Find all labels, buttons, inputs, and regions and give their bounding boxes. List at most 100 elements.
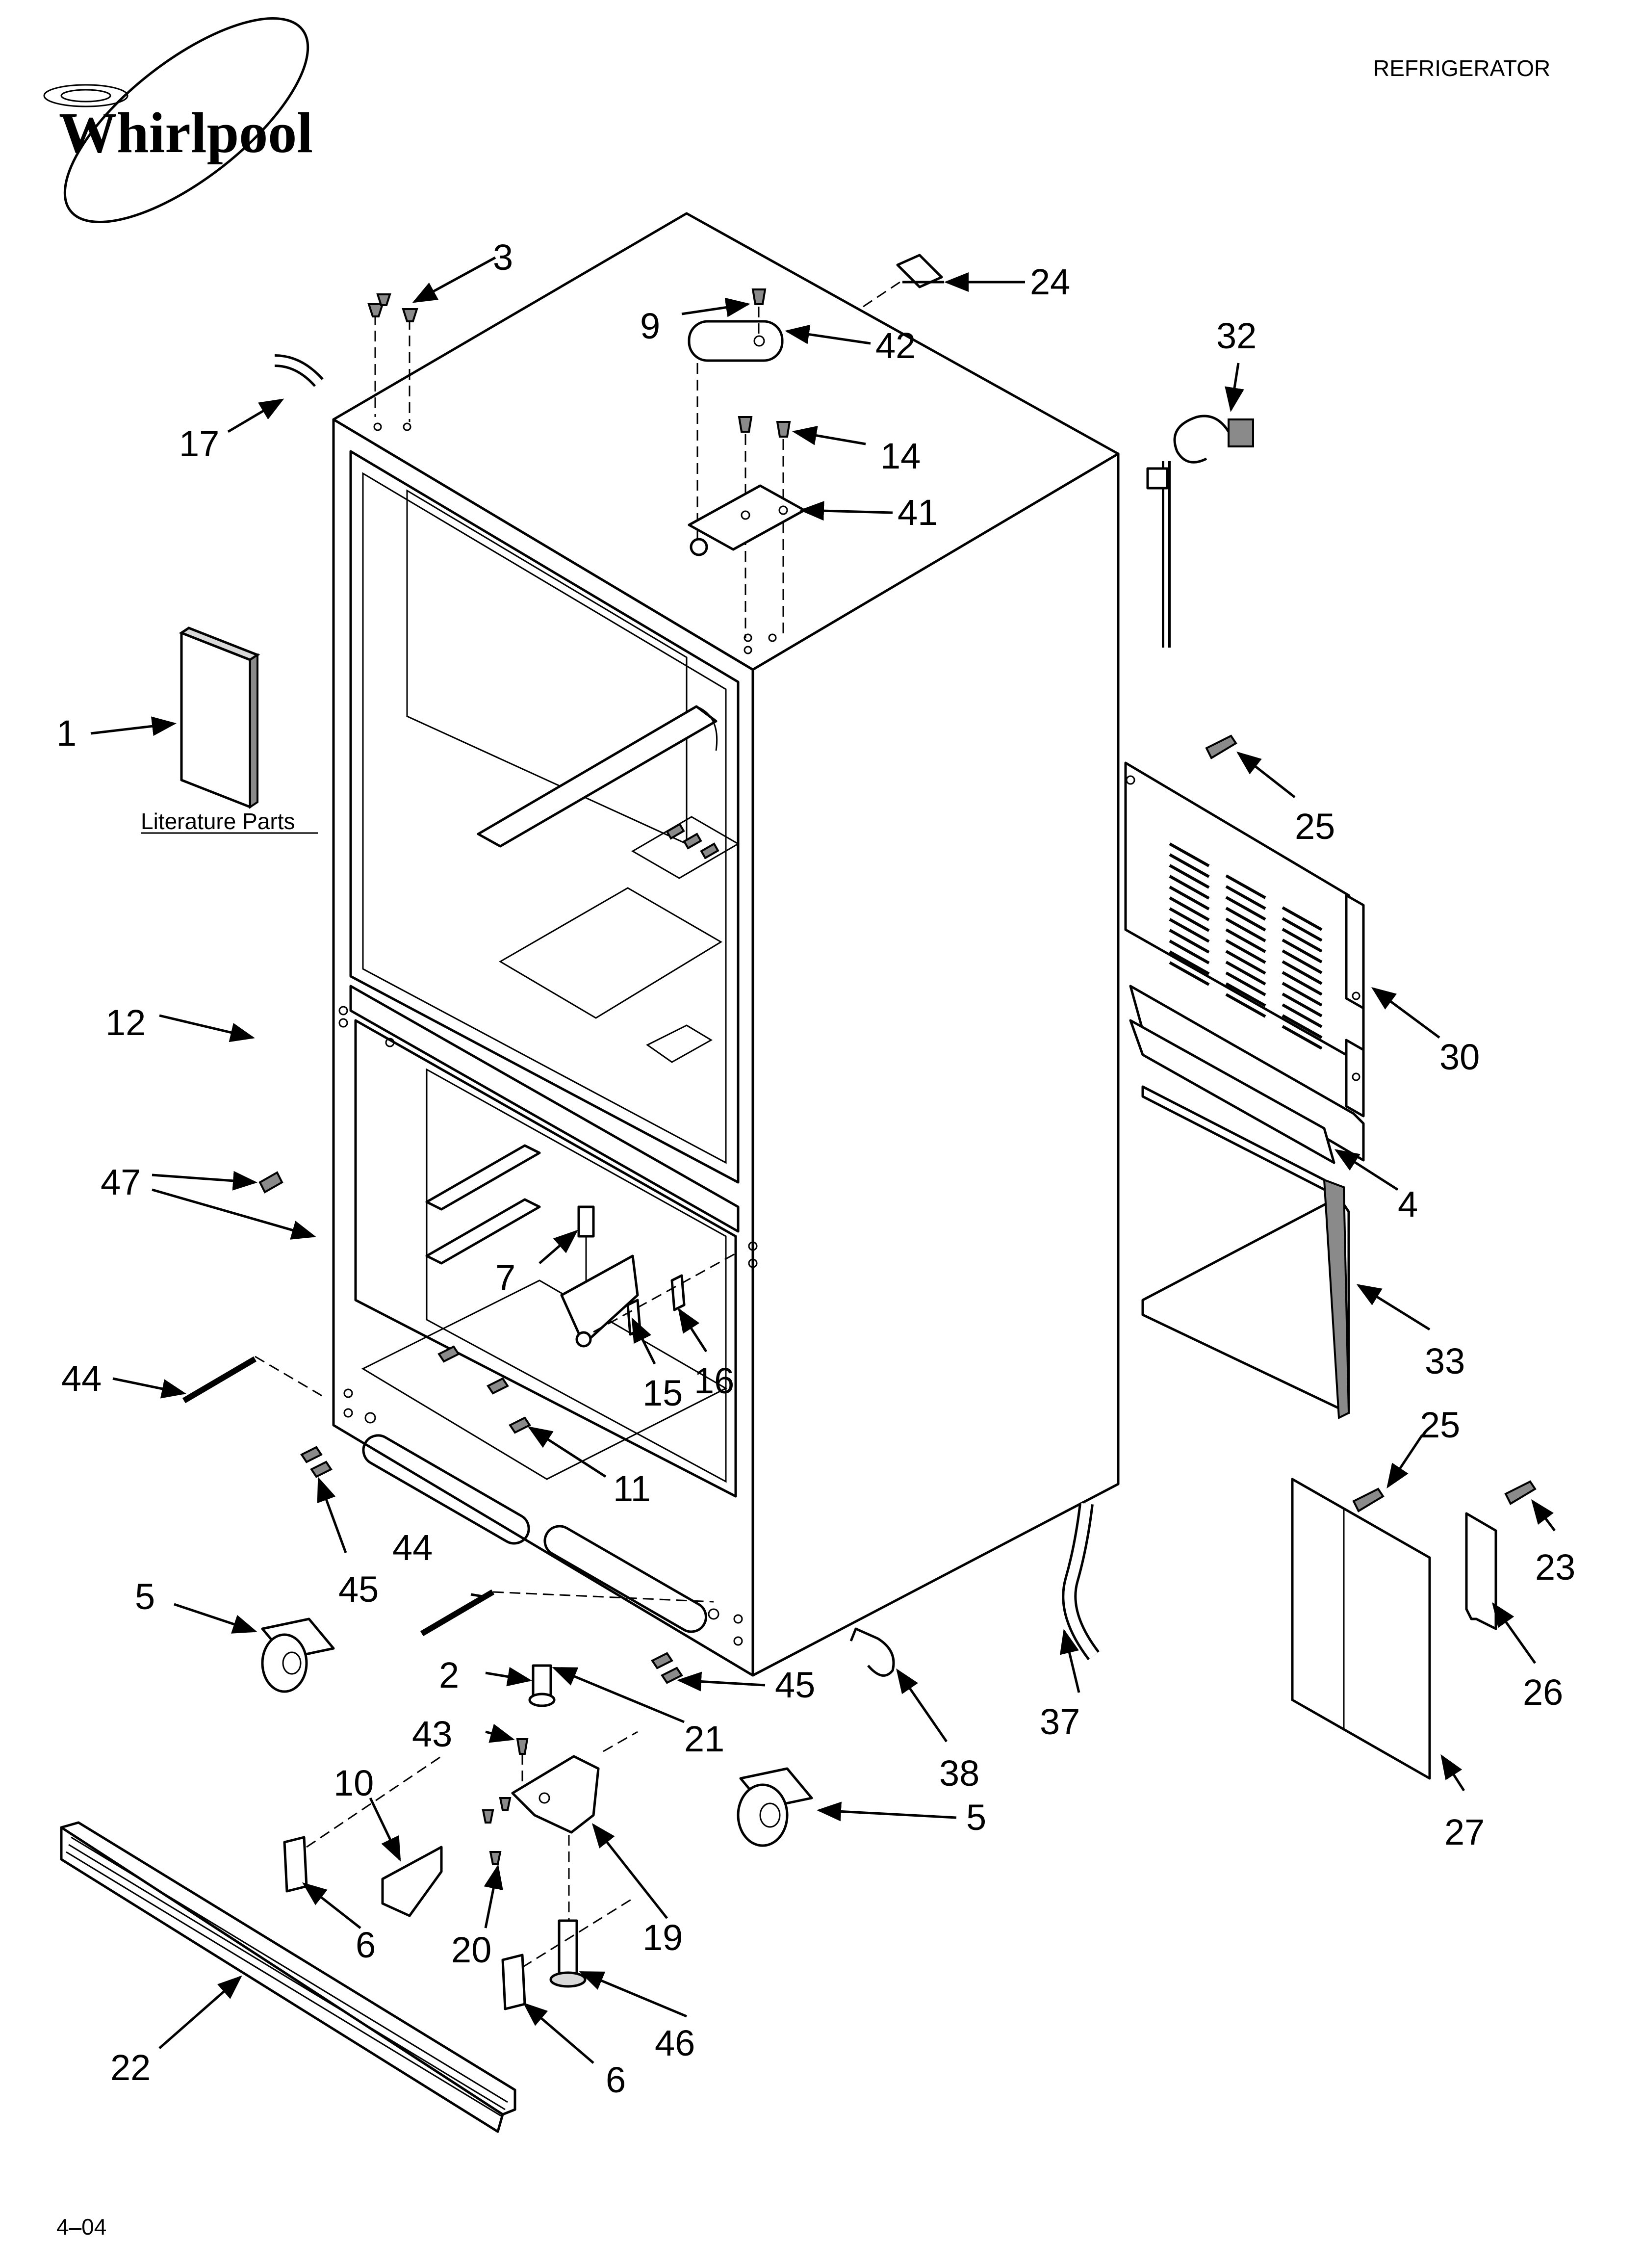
- callout-25-upper: 25: [1295, 806, 1335, 847]
- louvre-slot: [1169, 939, 1210, 965]
- callout-26: 26: [1523, 1672, 1563, 1713]
- callout-1: 1: [56, 713, 77, 754]
- literature-booklet: [179, 626, 260, 809]
- callout-5-left: 5: [135, 1576, 155, 1617]
- callout-44-left: 44: [61, 1358, 102, 1399]
- callout-21: 21: [684, 1719, 724, 1759]
- screw-23: [1504, 1480, 1537, 1505]
- callout-4: 4: [1398, 1184, 1418, 1225]
- top-screws: [367, 293, 418, 422]
- callout-45-left: 45: [338, 1569, 379, 1610]
- louvre-slot: [1225, 939, 1266, 964]
- louvre-slot: [1282, 1014, 1323, 1039]
- callout-30: 30: [1439, 1037, 1480, 1077]
- louvre-slot: [1169, 896, 1210, 921]
- callout-47: 47: [101, 1162, 141, 1202]
- callout-17: 17: [179, 423, 219, 464]
- callout-41: 41: [898, 492, 938, 533]
- callout-16: 16: [694, 1360, 734, 1401]
- callout-22: 22: [110, 2047, 151, 2088]
- roller-right: [737, 1767, 813, 1847]
- louvre-slot: [1225, 907, 1266, 932]
- louvre-slot: [1225, 885, 1266, 910]
- louvre-slot: [1282, 992, 1323, 1017]
- screw-25-upper: [1205, 734, 1237, 759]
- screw-45-right-a: [651, 1652, 673, 1669]
- callout-32: 32: [1216, 315, 1257, 356]
- callout-10: 10: [334, 1763, 374, 1803]
- whirlpool-logo: Whirlpool: [43, 17, 313, 223]
- callout-15: 15: [642, 1373, 683, 1413]
- louvre-slot: [1225, 928, 1266, 953]
- clip-upper: [283, 1836, 308, 1893]
- louvre-slot: [1282, 917, 1323, 942]
- louvre-slot: [1225, 961, 1266, 986]
- guide-lines: [255, 1252, 736, 1968]
- louvre-slot: [1169, 842, 1210, 867]
- callout-labels: 1 2 3 4 5 5 6 6 7 9 10 11 12 14 15 16 17…: [56, 237, 1575, 2100]
- louvre-slot: [1282, 982, 1323, 1007]
- screw-12: [258, 1171, 283, 1194]
- screw-45-left-a: [300, 1446, 323, 1463]
- louvre-slot: [1282, 960, 1323, 985]
- screw-misc-a: [437, 1345, 460, 1363]
- screw-45-right-b: [661, 1667, 683, 1684]
- kickplate-27: [1291, 1478, 1431, 1780]
- callout-24: 24: [1030, 261, 1070, 302]
- callout-44-right: 44: [392, 1527, 433, 1568]
- louvre-slot: [1282, 938, 1323, 964]
- screw-11: [509, 1416, 531, 1434]
- logo-text: Whirlpool: [59, 101, 313, 165]
- louvre-slot: [1225, 950, 1266, 975]
- callout-38: 38: [939, 1753, 979, 1794]
- top-hinge-assembly: [688, 288, 806, 638]
- louvre-slot: [1282, 1003, 1323, 1028]
- rating-label: [896, 254, 943, 288]
- clip-lower: [501, 1954, 526, 2010]
- base-grille: [60, 1821, 516, 2133]
- callout-5-right: 5: [966, 1797, 986, 1838]
- louvre-slot: [1282, 906, 1323, 931]
- hinge-cover: [381, 1846, 443, 1917]
- screw-25-lower: [1352, 1487, 1385, 1512]
- callout-42: 42: [875, 325, 916, 366]
- louvre-slot: [1225, 917, 1266, 942]
- callout-45-right: 45: [775, 1665, 815, 1705]
- footer-code: 4–04: [56, 2214, 106, 2240]
- louvre-slot: [1169, 961, 1210, 986]
- louvre-slot: [1169, 929, 1210, 954]
- callout-7: 7: [495, 1257, 515, 1298]
- louvre-slot: [1282, 1025, 1323, 1050]
- leveling-bracket: [482, 1664, 600, 1988]
- callout-14: 14: [880, 436, 921, 476]
- louvre-slot: [1225, 993, 1266, 1018]
- callout-46: 46: [655, 2023, 695, 2063]
- callout-6-upper: 6: [356, 1925, 376, 1965]
- louvre-slot: [1282, 971, 1323, 996]
- louvre-slot: [1169, 950, 1210, 975]
- bracket-26: [1465, 1512, 1497, 1630]
- louvre-slot: [1169, 853, 1210, 878]
- roller-left: [261, 1617, 335, 1693]
- callout-6-lower: 6: [606, 2059, 626, 2100]
- callout-11: 11: [613, 1468, 651, 1509]
- louvre-slot: [1282, 949, 1323, 974]
- bolt-44-right: [420, 1589, 495, 1637]
- louvre-slot: [1169, 907, 1210, 932]
- callout-23: 23: [1535, 1547, 1575, 1588]
- callout-33: 33: [1425, 1341, 1465, 1382]
- rear-panel-group: [1129, 985, 1365, 1420]
- callout-43: 43: [412, 1714, 452, 1754]
- louvre-slot: [1225, 982, 1266, 1007]
- callout-9: 9: [640, 306, 660, 346]
- louvre-slot: [1225, 874, 1266, 899]
- callout-27: 27: [1444, 1812, 1485, 1852]
- louvre-slot: [1225, 971, 1266, 996]
- louvre-slot: [1169, 864, 1210, 889]
- callout-19: 19: [642, 1917, 683, 1958]
- screw-misc-b: [487, 1377, 509, 1395]
- rear-access-cover: [1124, 761, 1365, 1118]
- callout-2: 2: [439, 1655, 459, 1695]
- literature-caption: Literature Parts: [141, 808, 295, 834]
